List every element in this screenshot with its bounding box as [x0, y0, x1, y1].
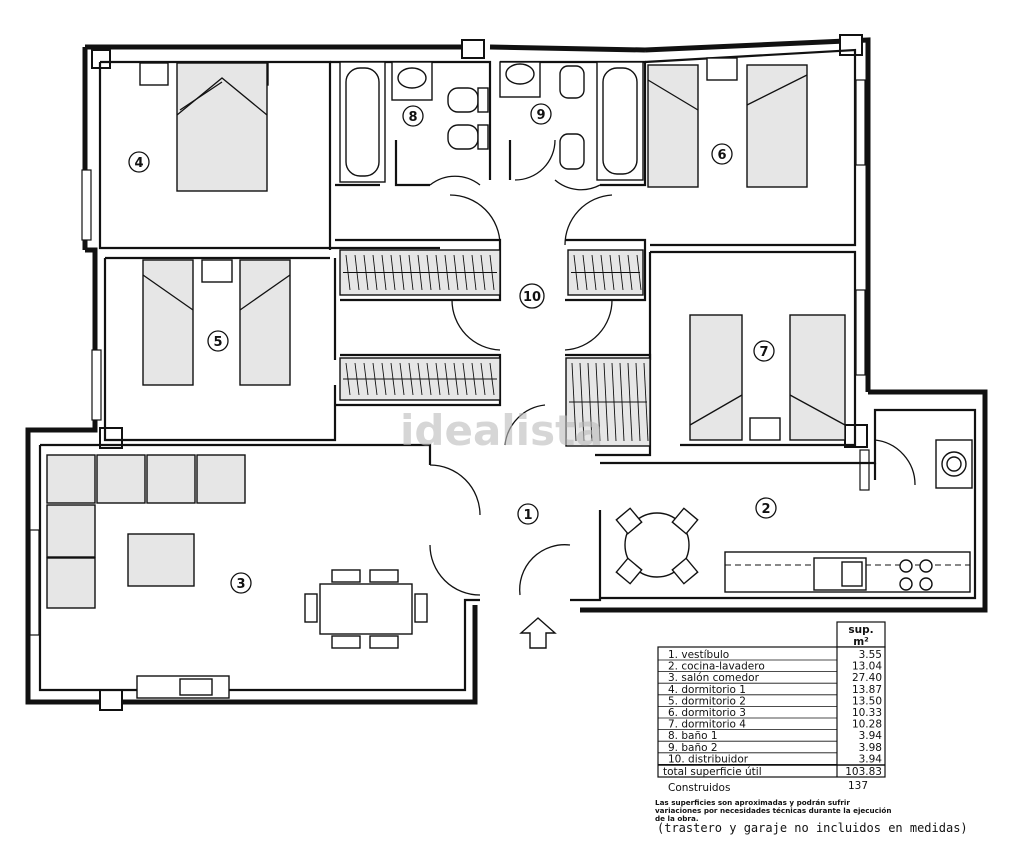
legend-row-value: 3.55 [859, 649, 882, 661]
svg-text:8: 8 [408, 110, 417, 125]
bed-double-room4 [139, 62, 269, 192]
room-number-6: 6 [711, 143, 733, 165]
svg-text:7: 7 [759, 345, 768, 360]
beds-twin-room7 [689, 314, 846, 441]
disclaimer-note: Las superficies son aproximadas y podrán… [655, 798, 892, 823]
legend-row-label: 1. vestíbulo [668, 649, 729, 661]
doors [429, 139, 916, 596]
room-number-10: 10 [519, 283, 545, 309]
legend-total-label: total superficie útil [663, 766, 762, 778]
room-number-9: 9 [530, 103, 552, 125]
legend-row-value: 10.28 [852, 719, 882, 731]
legend-row-value: 13.87 [852, 684, 882, 696]
legend-row-value: 3.94 [859, 753, 883, 765]
legend-row-label: 7. dormitorio 4 [668, 719, 746, 731]
legend-row-value: 13.04 [852, 661, 882, 673]
legend-row-value: 27.40 [852, 672, 882, 684]
beds-twin-room6 [647, 57, 808, 188]
living-room-furniture [46, 454, 428, 699]
legend-row-label: 8. baño 1 [668, 730, 718, 742]
legend-row-label: 10. distribuidor [668, 753, 749, 765]
legend-built-label: Construidos [668, 782, 730, 794]
legend-table: sup. m² 1. vestíbulo 3.55 2. cocina-lavade… [657, 621, 886, 794]
legend-row-value: 10.33 [852, 707, 882, 719]
legend-row-value: 3.94 [859, 730, 883, 742]
room-number-8: 8 [402, 105, 424, 127]
room-number-3: 3 [230, 572, 252, 594]
svg-text:1: 1 [523, 508, 532, 523]
legend-row-label: 6. dormitorio 3 [668, 707, 746, 719]
room-number-1: 1 [517, 503, 539, 525]
legend-row-label: 3. salón comedor [668, 672, 760, 684]
svg-text:9: 9 [536, 108, 545, 123]
svg-text:6: 6 [717, 148, 726, 163]
excluded-note: (trastero y garaje no incluidos en medid… [657, 821, 968, 835]
room-number-5: 5 [207, 330, 229, 352]
legend-row-label: 9. baño 2 [668, 742, 718, 754]
bathroom-2-fixtures [499, 61, 644, 181]
legend-row-value: 3.98 [859, 742, 882, 754]
svg-text:2: 2 [761, 502, 770, 517]
legend-header-unit: m² [853, 636, 869, 648]
entrance-arrow-icon [519, 617, 557, 649]
legend-row-label: 4. dormitorio 1 [668, 684, 746, 696]
wardrobes [339, 249, 651, 447]
legend-built-value: 137 [848, 780, 868, 792]
room-number-2: 2 [755, 497, 777, 519]
watermark: idealista [400, 406, 604, 455]
svg-text:4: 4 [134, 156, 143, 171]
legend-total-value: 103.83 [845, 766, 882, 778]
legend-header-sup: sup. [848, 624, 873, 636]
legend-row-label: 2. cocina-lavadero [668, 661, 765, 673]
room-number-4: 4 [128, 151, 150, 173]
svg-text:5: 5 [213, 335, 222, 350]
svg-text:10: 10 [523, 290, 541, 305]
legend-row-value: 13.50 [852, 695, 882, 707]
legend-row-label: 5. dormitorio 2 [668, 695, 746, 707]
beds-twin-room5 [142, 259, 291, 386]
room-number-7: 7 [753, 340, 775, 362]
bathroom-1-fixtures [339, 61, 489, 183]
kitchen-furniture [615, 439, 973, 593]
svg-text:3: 3 [236, 577, 245, 592]
